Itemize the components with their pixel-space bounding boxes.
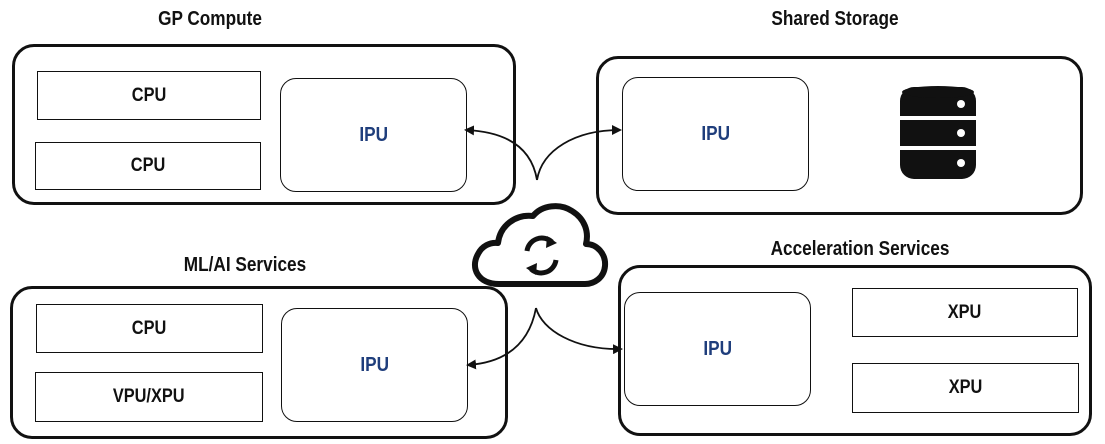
shared-storage-group (596, 56, 1083, 215)
connector-gp-to-storage (464, 125, 538, 181)
ml-ai-cpu: CPU (36, 304, 263, 353)
gp-compute-group (12, 44, 516, 205)
gp-compute-cpu-2: CPU (35, 142, 261, 190)
ml-ai-vpu-xpu: VPU/XPU (35, 372, 263, 422)
gp-compute-ipu: IPU (280, 78, 467, 192)
connector-storage-to-gp (536, 125, 622, 181)
connector-accel-to-ml (535, 307, 623, 355)
shared-storage-title: Shared Storage (771, 8, 899, 30)
connector-ml-to-accel (466, 307, 537, 370)
database-icon (900, 86, 976, 179)
gp-compute-cpu-1: CPU (37, 71, 261, 120)
gp-compute-title: GP Compute (158, 8, 262, 30)
acceleration-ipu: IPU (624, 292, 811, 406)
ml-ai-services-title: ML/AI Services (183, 254, 307, 276)
ml-ai-ipu: IPU (281, 308, 468, 422)
ml-ai-services-group (10, 286, 508, 439)
acceleration-xpu-1: XPU (852, 288, 1078, 337)
acceleration-services-title: Acceleration Services (770, 238, 950, 260)
shared-storage-ipu: IPU (622, 77, 809, 191)
cloud-sync-icon (471, 203, 609, 287)
acceleration-xpu-2: XPU (852, 363, 1079, 413)
